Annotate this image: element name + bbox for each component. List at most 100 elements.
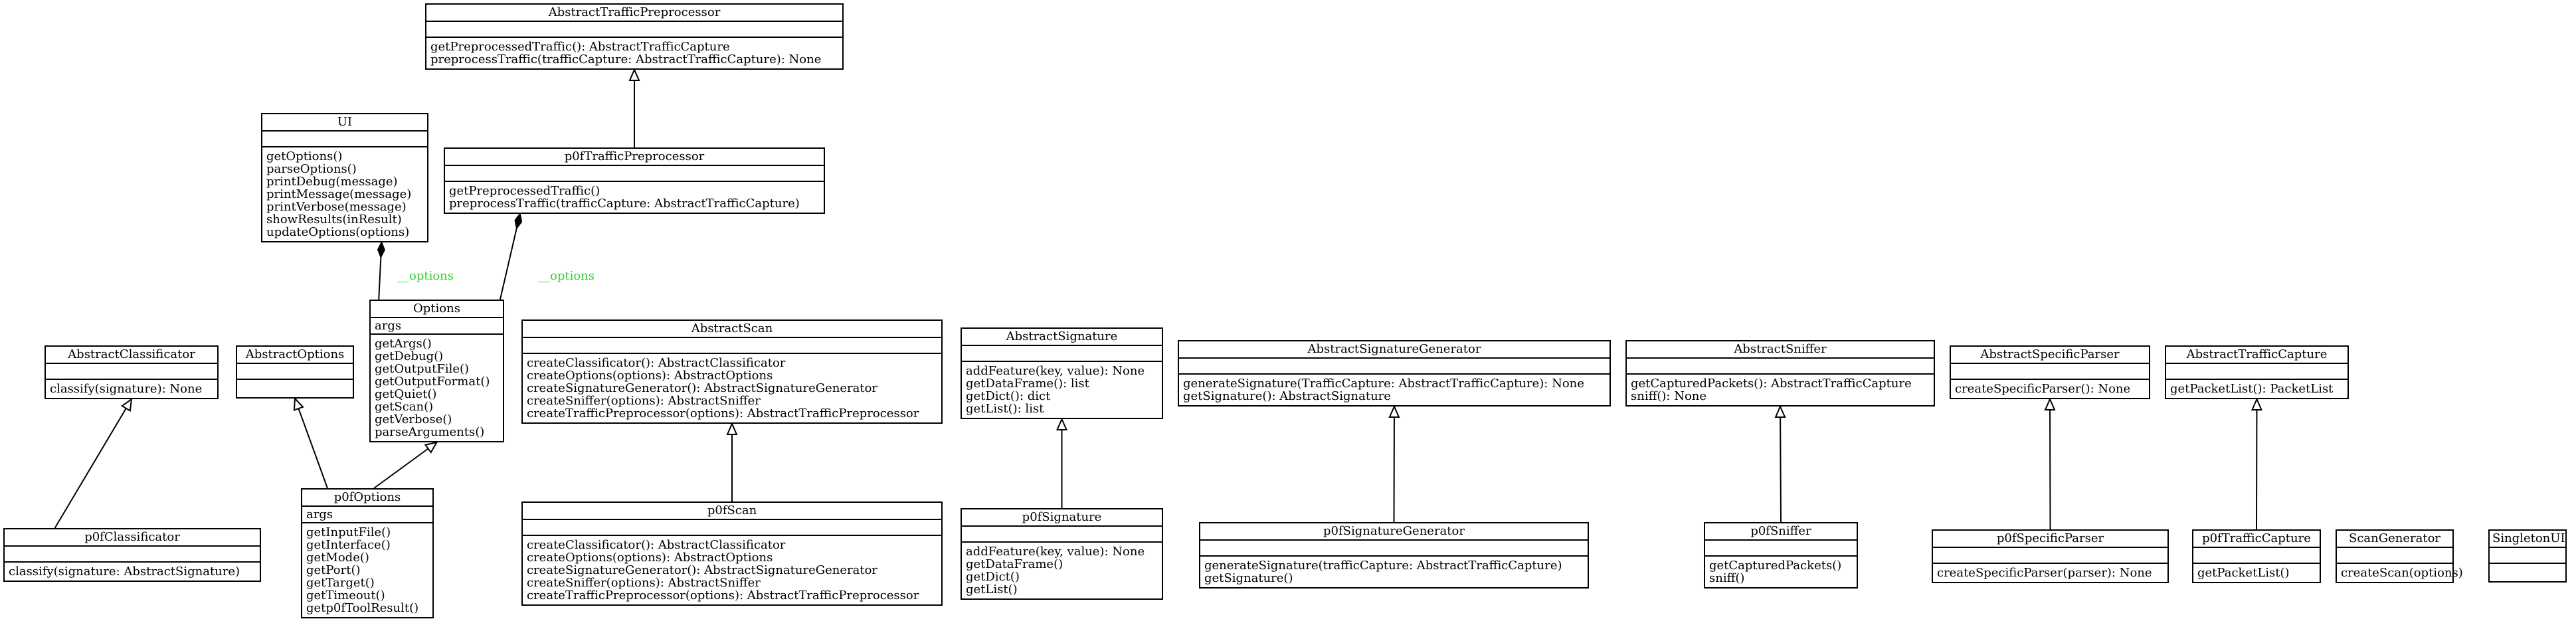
class-abstract-signature-generator: AbstractSignatureGenerator generateSignat… xyxy=(1178,340,1611,407)
operation: classify(signature): None xyxy=(50,382,203,396)
class-name: ScanGenerator xyxy=(2337,531,2452,548)
inherit-p0fsniff-asniff-line xyxy=(1780,406,1782,523)
class-abstract-specific-parser: AbstractSpecificParser createSpecificPars… xyxy=(1950,345,2150,399)
operation: createSniffer(options): AbstractSniffer xyxy=(527,576,761,590)
class-name: p0fSignatureGenerator xyxy=(1200,523,1588,541)
class-name: p0fOptions xyxy=(302,490,432,507)
inherit-p0fopts-aopts-arrowhead xyxy=(293,397,304,411)
operation: printMessage(message) xyxy=(266,187,412,201)
class-attributes: args xyxy=(302,507,432,523)
operation: getDict(): dict xyxy=(966,389,1051,403)
options-p0ftp-association-label: __options xyxy=(538,269,595,283)
class-attributes xyxy=(2166,364,2347,380)
operation: parseOptions() xyxy=(266,162,357,176)
operation: printVerbose(message) xyxy=(266,200,407,214)
class-name: AbstractOptions xyxy=(237,347,353,364)
class-operations: createSpecificParser(parser): None xyxy=(1933,564,2167,582)
operation: getPort() xyxy=(306,563,361,577)
class-attributes xyxy=(2193,548,2320,564)
attribute: args xyxy=(375,319,402,333)
class-attributes xyxy=(962,346,1162,362)
inherit-p0ftp-atp-arrowhead xyxy=(628,68,640,81)
class-name: AbstractSpecificParser xyxy=(1951,347,2149,364)
operation: createTrafficPreprocessor(options): Abst… xyxy=(527,588,919,602)
operation: getArgs() xyxy=(375,337,432,351)
class-operations: getArgs()getDebug()getOutputFile()getOut… xyxy=(371,335,503,441)
operation: getPreprocessedTraffic() xyxy=(449,184,600,198)
class-attributes xyxy=(1200,541,1588,557)
class-attributes xyxy=(237,364,353,380)
inherit-p0fsiggen-asiggen-arrowhead xyxy=(1388,405,1400,418)
inherit-p0fclass-aclass-arrowhead xyxy=(120,397,133,412)
operation: getCapturedPackets(): AbstractTrafficCap… xyxy=(1631,377,1912,391)
class-name: AbstractSignature xyxy=(962,329,1162,346)
class-attributes xyxy=(1627,359,1934,375)
operation: getOutputFormat() xyxy=(375,375,490,389)
class-name: p0fSpecificParser xyxy=(1933,531,2167,548)
operation: preprocessTraffic(trafficCapture: Abstra… xyxy=(430,52,822,66)
class-p0f-scan: p0fScan createClassificator(): AbstractCl… xyxy=(521,501,943,606)
operation: parseArguments() xyxy=(375,425,485,439)
class-attributes xyxy=(1705,541,1857,557)
operation: getOutputFile() xyxy=(375,362,470,376)
operation: getDataFrame() xyxy=(966,557,1063,571)
class-attributes xyxy=(2337,548,2452,564)
inherit-p0fsiggen-asiggen-line xyxy=(1393,406,1395,523)
class-abstract-options: AbstractOptions xyxy=(236,345,354,399)
inherit-p0fsig-asig-arrowhead xyxy=(1056,417,1068,430)
operation: createSignatureGenerator(): AbstractSign… xyxy=(527,381,878,395)
class-attributes xyxy=(1951,364,2149,380)
class-name: SingletonUI xyxy=(2490,531,2565,548)
class-operations: generateSignature(TrafficCapture: Abstra… xyxy=(1179,375,1610,405)
operation: createSignatureGenerator(): AbstractSign… xyxy=(527,563,878,577)
operation: preprocessTraffic(trafficCapture: Abstra… xyxy=(449,197,800,211)
operation: updateOptions(options) xyxy=(266,225,410,239)
class-name: p0fClassificator xyxy=(5,529,260,547)
class-scan-generator: ScanGenerator createScan(options) xyxy=(2336,529,2463,583)
operation: getDict() xyxy=(966,570,1020,584)
class-attributes xyxy=(46,364,217,380)
class-operations: getCapturedPackets(): AbstractTrafficCap… xyxy=(1627,375,1934,405)
compose-options-p0ftp-diamond xyxy=(514,212,523,230)
operation: createSpecificParser(): None xyxy=(1955,382,2131,396)
class-p0f-specific-parser: p0fSpecificParser createSpecificParser(pa… xyxy=(1932,529,2169,583)
class-name: AbstractTrafficCapture xyxy=(2166,347,2347,364)
operation: createClassificator(): AbstractClassific… xyxy=(527,356,786,370)
class-operations: getPacketList(): PacketList xyxy=(2166,380,2347,398)
class-attributes: args xyxy=(371,318,503,335)
operation: getDebug() xyxy=(375,349,444,363)
operation: getInputFile() xyxy=(306,525,391,539)
inherit-p0fclass-aclass-line xyxy=(54,399,132,529)
inherit-p0fopts-options-line xyxy=(373,442,438,489)
class-attributes xyxy=(523,338,941,354)
class-name: p0fSignature xyxy=(962,509,1162,527)
class-singleton-ui: SingletonUI xyxy=(2488,529,2567,583)
operation: classify(signature: AbstractSignature) xyxy=(9,565,240,579)
operation: printDebug(message) xyxy=(266,175,398,189)
operation: generateSignature(TrafficCapture: Abstra… xyxy=(1183,377,1584,391)
operation: getPacketList() xyxy=(2197,566,2290,580)
class-attributes xyxy=(262,132,427,147)
operation: sniff() xyxy=(1709,571,1745,585)
operation: createClassificator(): AbstractClassific… xyxy=(527,538,786,552)
class-name: AbstractSignatureGenerator xyxy=(1179,341,1610,359)
compose-options-ui-diamond xyxy=(377,240,385,259)
class-name: AbstractTrafficPreprocessor xyxy=(426,5,842,22)
operation: createOptions(options): AbstractOptions xyxy=(527,551,773,565)
class-name: Options xyxy=(371,301,503,318)
class-abstract-signature: AbstractSignature addFeature(key, value):… xyxy=(961,327,1163,419)
class-attributes xyxy=(523,520,941,536)
class-operations: classify(signature): None xyxy=(46,380,217,398)
class-attributes xyxy=(426,22,842,38)
class-name: p0fScan xyxy=(523,503,941,520)
operation: getList() xyxy=(966,583,1018,596)
class-operations: getOptions()parseOptions()printDebug(mes… xyxy=(262,147,427,241)
class-name: AbstractSniffer xyxy=(1627,341,1934,359)
class-operations: createScan(options) xyxy=(2337,564,2463,582)
